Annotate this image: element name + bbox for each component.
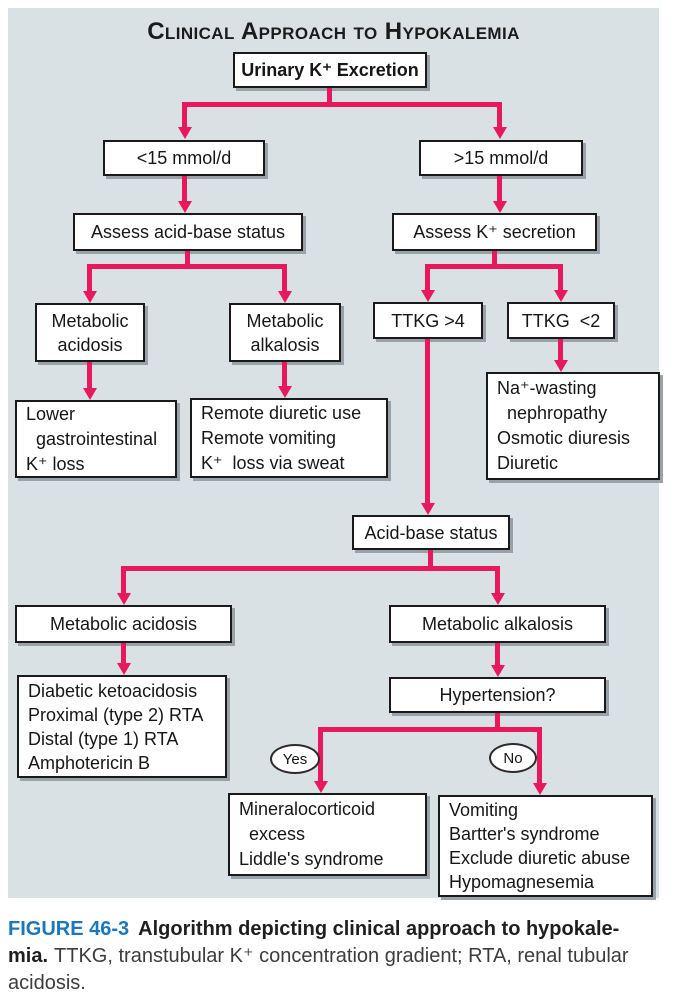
node-acid-base-status: Acid-base status: [352, 515, 510, 550]
flow-line-vertical: [558, 264, 563, 290]
flow-line-vertical: [121, 643, 126, 663]
node-vomiting-list: Vomiting Bartter's syndrome Exclude diur…: [438, 795, 653, 897]
caption-title: Algorithm depicting clinical approach to…: [8, 918, 620, 967]
node-metabolic-alkalosis-upper: Metabolic alkalosis: [229, 303, 341, 362]
node-under-15-mmol: <15 mmol/d: [103, 140, 265, 176]
flow-line-vertical: [497, 102, 502, 127]
arrow-down-icon: [491, 665, 505, 677]
node-remote-causes: Remote diuretic use Remote vomiting K⁺ l…: [190, 398, 388, 478]
arrow-down-icon: [178, 201, 192, 213]
flow-line-horizontal: [121, 566, 500, 571]
flow-line-horizontal: [87, 264, 287, 269]
flow-line-vertical: [282, 264, 287, 291]
flow-line-vertical: [492, 251, 497, 264]
arrow-down-icon: [554, 290, 568, 302]
flow-line-vertical: [495, 713, 500, 727]
node-na-wasting: Na⁺-wasting nephropathy Osmotic diuresis…: [486, 372, 660, 480]
diagram-panel: Clinical Approach to Hypokalemia Urinary…: [8, 8, 660, 898]
flow-line-vertical: [121, 566, 126, 593]
arrow-down-icon: [314, 781, 328, 793]
node-mineralocorticoid-excess: Mineralocorticoid excess Liddle's syndro…: [228, 793, 427, 876]
arrow-down-icon: [83, 291, 97, 303]
node-hypertension: Hypertension?: [389, 677, 606, 713]
flow-line-vertical: [182, 176, 187, 201]
flow-line-vertical: [428, 550, 433, 566]
flow-line-vertical: [87, 264, 92, 291]
flow-line-vertical: [558, 339, 563, 360]
arrow-down-icon: [493, 201, 507, 213]
flow-line-vertical: [182, 102, 187, 127]
node-metabolic-acidosis-upper: Metabolic acidosis: [35, 303, 145, 362]
flow-line-horizontal: [425, 264, 563, 269]
arrow-down-icon: [493, 127, 507, 139]
flow-line-horizontal: [182, 102, 502, 107]
figure-number: FIGURE 46-3: [8, 918, 130, 940]
no-label: No: [489, 743, 537, 773]
node-assess-k-secretion: Assess K⁺ secretion: [392, 213, 597, 251]
node-dka-rta-list: Diabetic ketoacidosis Proximal (type 2) …: [17, 675, 227, 778]
diagram-title: Clinical Approach to Hypokalemia: [147, 18, 520, 45]
flow-line-vertical: [425, 264, 430, 290]
arrow-down-icon: [533, 783, 547, 795]
arrow-down-icon: [554, 360, 568, 372]
arrow-down-icon: [117, 593, 131, 605]
yes-label: Yes: [270, 744, 320, 774]
flow-line-vertical: [495, 643, 500, 665]
flow-line-vertical: [495, 566, 500, 593]
arrow-down-icon: [83, 388, 97, 400]
flow-line-vertical: [537, 727, 542, 783]
caption-body: TTKG, transtubular K⁺ concentration grad…: [8, 945, 629, 994]
flow-line-vertical: [425, 339, 430, 503]
arrow-down-icon: [178, 127, 192, 139]
flow-line-vertical: [497, 176, 502, 201]
node-lower-gi-loss: Lower gastrointestinal K⁺ loss: [15, 400, 177, 478]
arrow-down-icon: [421, 290, 435, 302]
node-metabolic-acidosis-lower: Metabolic acidosis: [15, 605, 232, 643]
flow-line-horizontal: [318, 727, 542, 732]
node-assess-acid-base: Assess acid-base status: [73, 213, 303, 251]
flow-line-vertical: [87, 362, 92, 388]
node-ttkg-lt2: TTKG <2: [507, 302, 615, 339]
node-urinary-k-excretion: Urinary K⁺ Excretion: [233, 52, 427, 88]
node-metabolic-alkalosis-lower: Metabolic alkalosis: [389, 605, 606, 643]
flow-line-vertical: [327, 88, 332, 102]
arrow-down-icon: [421, 503, 435, 515]
arrow-down-icon: [117, 663, 131, 675]
arrow-down-icon: [278, 291, 292, 303]
flow-line-vertical: [318, 727, 323, 781]
node-ttkg-gt4: TTKG >4: [373, 302, 483, 339]
flow-line-vertical: [185, 251, 190, 264]
arrow-down-icon: [491, 593, 505, 605]
arrow-down-icon: [278, 386, 292, 398]
flow-line-vertical: [282, 362, 287, 386]
node-over-15-mmol: >15 mmol/d: [419, 140, 583, 176]
